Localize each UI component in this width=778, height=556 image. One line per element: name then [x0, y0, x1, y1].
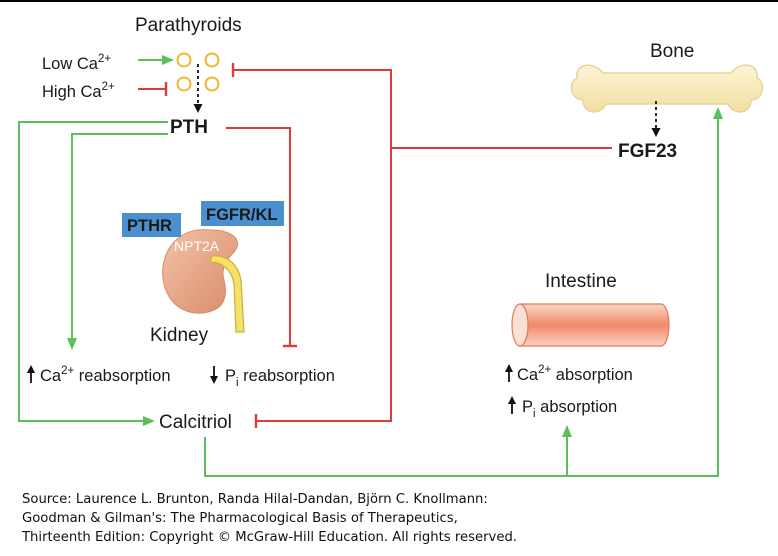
high-ca-label: High Ca2+: [42, 81, 115, 101]
pth-inhibition-line: [226, 127, 297, 348]
source-citation: Source: Laurence L. Brunton, Randa Hilal…: [22, 490, 762, 547]
intestine-arrowhead: [562, 425, 572, 437]
intestine-label: Intestine: [545, 271, 617, 292]
parathyroid-glands-icon: [176, 52, 220, 92]
kidney-icon: [162, 229, 245, 333]
calcitriol-arrowhead: [143, 416, 155, 426]
top-border: [0, 0, 778, 2]
pth-label: PTH: [170, 117, 208, 138]
p-absorption-up-arrow: [508, 396, 516, 414]
pthr-receptor-box: [122, 213, 181, 237]
low-ca-stimulation-arrow: [138, 55, 174, 65]
pthr-label: PTHR: [127, 217, 172, 235]
npt2a-label: NPT2A: [174, 238, 220, 254]
fgf23-label: FGF23: [618, 141, 677, 162]
bone-icon: [570, 64, 764, 113]
p-absorption-label: Pi absorption: [522, 398, 617, 420]
p-reabsorption-label: Pi reabsorption: [225, 367, 335, 389]
bone-label: Bone: [650, 41, 694, 62]
parathyroids-label: Parathyroids: [135, 15, 242, 36]
ca-absorption-up-arrow: [505, 364, 513, 382]
intestine-icon: [511, 303, 670, 347]
reabsorption-arrowhead: [67, 338, 77, 350]
low-ca-label: Low Ca2+: [42, 53, 111, 73]
p-reabsorption-down-arrow: [210, 366, 218, 384]
fgfr-kl-label: FGFR/KL: [206, 206, 278, 224]
high-ca-inhibition-line: [138, 82, 168, 96]
kidney-label: Kidney: [150, 325, 209, 346]
source-line-2: Goodman & Gilman's: The Pharmacological …: [22, 511, 458, 526]
bone-arrowhead: [713, 107, 723, 119]
ca-reabsorption-label: Ca2+ reabsorption: [40, 365, 171, 385]
calcitriol-stimulation-arrows: [204, 118, 719, 477]
secretion-dashed-arrow: [193, 64, 203, 113]
ca-reabsorption-up-arrow: [27, 365, 35, 383]
fgf23-dashed-arrow: [651, 101, 661, 137]
fgfr-kl-receptor-box: [201, 201, 284, 226]
pth-stimulation-arrows: [18, 121, 168, 422]
fgf23-inhibition-lines: [231, 63, 612, 428]
source-line-3: Thirteenth Edition: Copyright © McGraw-H…: [22, 530, 518, 545]
ca-absorption-label: Ca2+ absorption: [517, 364, 633, 384]
source-line-1: Source: Laurence L. Brunton, Randa Hilal…: [22, 492, 488, 507]
calcitriol-label: Calcitriol: [159, 412, 232, 433]
